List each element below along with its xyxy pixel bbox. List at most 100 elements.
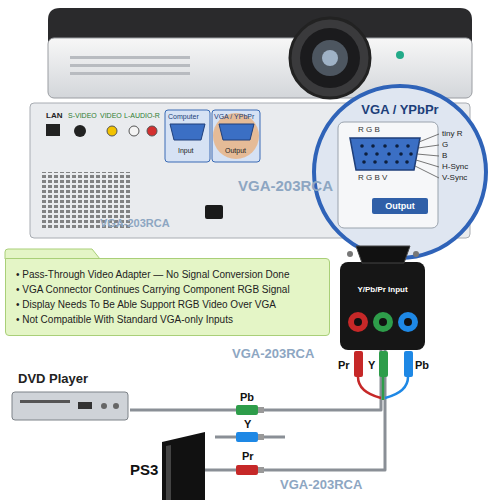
pin-label: R G B — [358, 126, 380, 134]
port-frame — [212, 110, 260, 162]
pin-label: G — [442, 141, 448, 149]
vent-slot — [70, 72, 190, 75]
vga-plug — [356, 246, 410, 263]
plug-tip — [258, 407, 264, 413]
rear-panel — [30, 103, 470, 238]
port-frame — [165, 110, 210, 162]
zoom-callout: VGA / YPbPr R G B tiny R GB H-SyncV-Sync R G … — [314, 86, 486, 258]
port-label: S-VIDEO — [68, 112, 97, 119]
disc-slot — [20, 400, 70, 403]
pin-label: B — [442, 152, 447, 160]
rca-plug — [236, 405, 258, 415]
port-label: Output — [225, 147, 246, 154]
rca-plug — [236, 465, 258, 475]
rca-plug — [354, 351, 363, 377]
plug-label: Pb — [240, 392, 254, 403]
dvd-player-drawing — [12, 392, 128, 420]
power-socket — [205, 205, 223, 219]
plug-label: Y — [368, 360, 375, 371]
output-tab — [372, 198, 428, 214]
watermark: VGA-203RCA — [238, 178, 333, 193]
audio-jack — [129, 126, 139, 136]
ps3-drawing — [162, 432, 205, 500]
device-label: DVD Player — [18, 372, 88, 385]
port-label: L-AUDIO-R — [124, 112, 160, 119]
button — [113, 403, 119, 409]
rear-panel: LAN S-VIDEOVIDEOL-AUDIO-R Computer VGA / YP… — [40, 104, 265, 232]
rca-hole — [379, 318, 387, 326]
cord — [385, 377, 408, 398]
lens — [312, 40, 348, 76]
watermark: VGA-203RCA — [100, 218, 170, 229]
device-label: PS3 — [130, 462, 158, 477]
pin-label: H-Sync — [442, 163, 468, 171]
note-text: • Pass-Through Video Adapter — No Signal… — [16, 267, 319, 282]
ps3-console: PS3 — [128, 428, 205, 500]
note-box: • Pass-Through Video Adapter — No Signal… — [5, 258, 330, 336]
video-jack — [107, 126, 117, 136]
lan-port — [46, 124, 60, 136]
screw — [347, 251, 353, 257]
watermark: VGA-203RCA — [232, 347, 314, 360]
adapter-label: Y/Pb/Pr Input — [357, 286, 407, 294]
dvd-body — [12, 392, 128, 420]
pin-label: VGA / YPbPr — [361, 103, 438, 116]
plug-tip — [258, 434, 264, 440]
adapter-body — [340, 262, 425, 350]
zoom-circle — [314, 86, 486, 258]
port-label: VIDEO — [100, 112, 122, 119]
rca-plug — [379, 351, 388, 377]
note-text: • VGA Connector Continues Carrying Compo… — [16, 282, 319, 297]
audio-jack — [147, 126, 157, 136]
vga-port — [350, 138, 420, 170]
panel — [30, 103, 470, 238]
cord — [382, 377, 385, 400]
svideo-jack — [74, 125, 86, 137]
note-text: • Display Needs To Be Able Support RGB V… — [16, 297, 319, 312]
dvd-player: DVD Player — [10, 370, 130, 424]
adapter-housing — [340, 262, 425, 350]
pin-label: V-Sync — [442, 174, 467, 182]
display — [78, 402, 92, 409]
port-label: VGA / YPbPr — [214, 113, 254, 120]
projector-top — [48, 8, 472, 42]
lens — [300, 28, 360, 88]
rca-hole — [404, 318, 412, 326]
adapter: Y/Pb/Pr Input — [340, 262, 425, 350]
button — [101, 403, 107, 409]
lens — [322, 50, 338, 66]
pin-label: Output — [385, 202, 415, 211]
vga-port — [219, 124, 254, 140]
rca-hole — [354, 318, 362, 326]
plug-label: Pb — [415, 360, 429, 371]
plug-label: Pr — [242, 451, 254, 462]
port-face — [338, 122, 438, 228]
rca-jack — [373, 312, 393, 332]
leader-lines — [415, 134, 439, 178]
highlight — [213, 113, 259, 159]
rca-jack — [398, 312, 418, 332]
pins — [360, 144, 413, 164]
plug-tip — [258, 467, 264, 473]
cable — [205, 350, 385, 470]
screw — [413, 251, 419, 257]
lens — [290, 18, 370, 98]
port-label: Input — [178, 147, 194, 154]
port-label: LAN — [46, 112, 62, 120]
port-label: Computer — [168, 113, 199, 120]
console-body — [162, 432, 205, 500]
rca-jack — [348, 312, 368, 332]
vga-port — [170, 124, 205, 140]
vent-slot — [70, 56, 190, 59]
note-text: • Not Compatible With Standard VGA-only … — [16, 312, 319, 327]
console-edge — [166, 445, 171, 500]
led — [396, 51, 404, 59]
vent-slot — [70, 64, 190, 67]
watermark: VGA-203RCA — [280, 478, 362, 491]
plug-label: Y — [244, 419, 251, 430]
rca-plug — [404, 351, 413, 377]
pin-label: tiny R — [442, 130, 462, 138]
pin-label: R G B V — [358, 174, 387, 182]
rca-plug — [236, 432, 258, 442]
cord — [358, 377, 381, 398]
